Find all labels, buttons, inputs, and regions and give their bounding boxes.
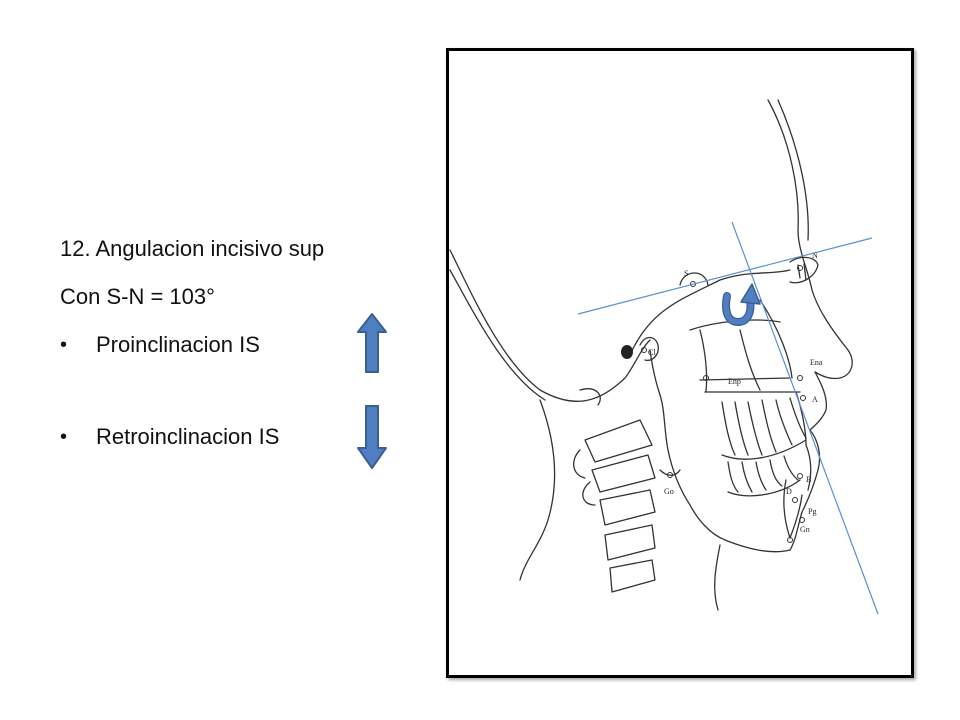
landmark-label-cl: Cl	[648, 348, 656, 357]
down-arrow-icon	[357, 405, 387, 469]
reference-lines	[577, 221, 879, 615]
s-n-line	[577, 237, 873, 315]
bullet-label: Proinclinacion IS	[96, 332, 260, 357]
bullet-dot-icon: •	[60, 334, 68, 357]
bullet-item-retroinclination: • Retroinclinacion IS	[60, 424, 279, 450]
slide-title: 12. Angulacion incisivo sup	[60, 236, 325, 261]
landmark-label-go: Go	[664, 487, 674, 496]
landmark-label-d: D	[786, 487, 792, 496]
up-arrow-icon	[357, 313, 387, 373]
landmark-label-ena: Ena	[810, 358, 823, 367]
landmark-label-b: B	[806, 475, 811, 484]
bullet-dot-icon: •	[60, 426, 68, 449]
incisor-axis-line	[731, 221, 879, 615]
landmark-label-n: N	[812, 251, 818, 260]
landmark-label-s: S	[684, 269, 688, 278]
sella-turcica-mark	[621, 345, 633, 359]
landmark-label-a: A	[812, 395, 818, 404]
slide-subtitle: Con S-N = 103°	[60, 284, 215, 309]
cephalometric-frame	[446, 48, 914, 678]
landmark-label-pg: Pg	[808, 507, 816, 516]
bullet-label: Retroinclinacion IS	[96, 424, 280, 449]
landmark-label-gn: Gn	[800, 525, 810, 534]
bullet-item-proinclination: • Proinclinacion IS	[60, 332, 260, 358]
landmark-points	[641, 265, 806, 543]
landmark-labels: S N Cl Ena Enp A B D Pg Gn Go	[648, 251, 823, 534]
rotation-arrow-icon	[722, 283, 761, 327]
landmark-label-enp: Enp	[728, 377, 741, 386]
